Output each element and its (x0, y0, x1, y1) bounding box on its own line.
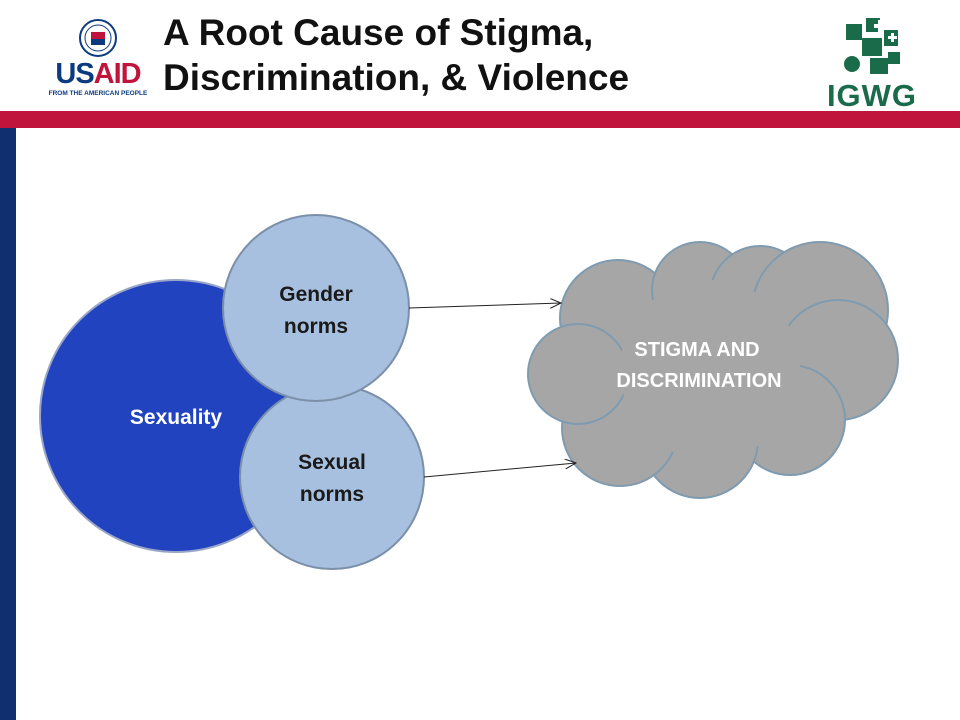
sexual-norms-arrow (423, 463, 576, 478)
page-title-line-1: A Root Cause of Stigma, (163, 12, 594, 53)
header-red-bar (0, 111, 960, 128)
igwg-logo: IGWG (822, 16, 922, 113)
page-title: A Root Cause of Stigma, Discrimination, … (163, 10, 783, 100)
sexual-norms-label-1: Sexual (298, 451, 366, 474)
usaid-word-b: AID (93, 58, 142, 90)
stigma-cloud (527, 241, 899, 499)
page-title-line-2: Discrimination, & Violence (163, 57, 630, 98)
usaid-word-a: US (55, 58, 94, 90)
seal-icon (79, 19, 117, 57)
igwg-wordmark: IGWG (826, 78, 918, 113)
sexual-norms-circle (239, 384, 425, 570)
gender-norms-arrow (408, 303, 561, 309)
stigma-label-2: DISCRIMINATION (616, 370, 781, 392)
left-navy-bar (0, 128, 16, 720)
usaid-tagline: FROM THE AMERICAN PEOPLE (48, 90, 148, 97)
usaid-logo: USAID FROM THE AMERICAN PEOPLE (48, 14, 148, 97)
sexual-norms-label-2: norms (300, 483, 364, 506)
sexuality-label: Sexuality (130, 406, 223, 429)
stigma-label-1: STIGMA AND (634, 339, 759, 361)
usaid-wordmark: USAID (48, 58, 148, 91)
puzzle-mark-icon (844, 18, 900, 74)
gender-norms-circle (222, 214, 410, 402)
gender-norms-label-2: norms (284, 315, 348, 338)
gender-norms-label-1: Gender (279, 283, 353, 306)
